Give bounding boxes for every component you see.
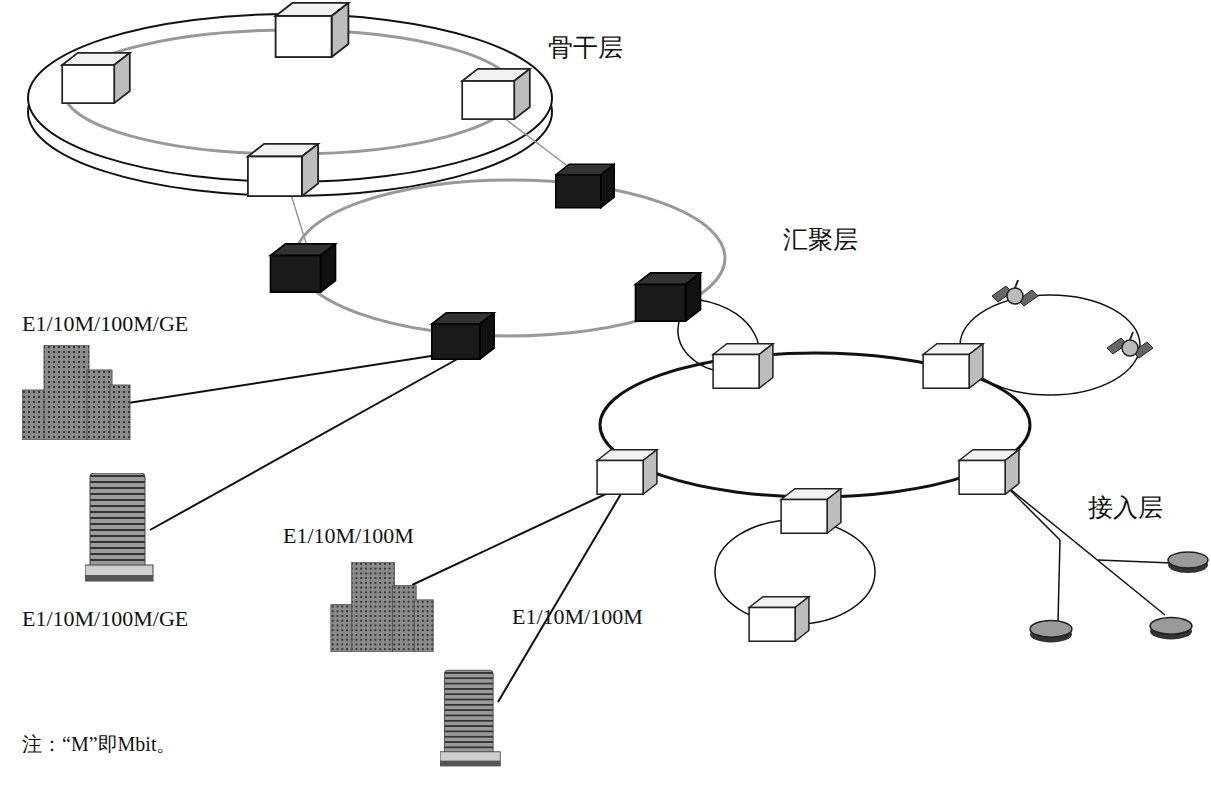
layer-label: 骨干层 [548, 34, 623, 62]
rate-label: E1/10M/100M [512, 605, 643, 629]
layer-label: 汇聚层 [783, 226, 858, 254]
rate-label: E1/10M/100M/GE [22, 312, 188, 336]
note-text: 注：“M”即Mbit。 [22, 733, 176, 755]
rate-label: E1/10M/100M [283, 524, 414, 548]
rate-label: E1/10M/100M/GE [22, 607, 188, 631]
layer-label: 接入层 [1088, 494, 1163, 522]
